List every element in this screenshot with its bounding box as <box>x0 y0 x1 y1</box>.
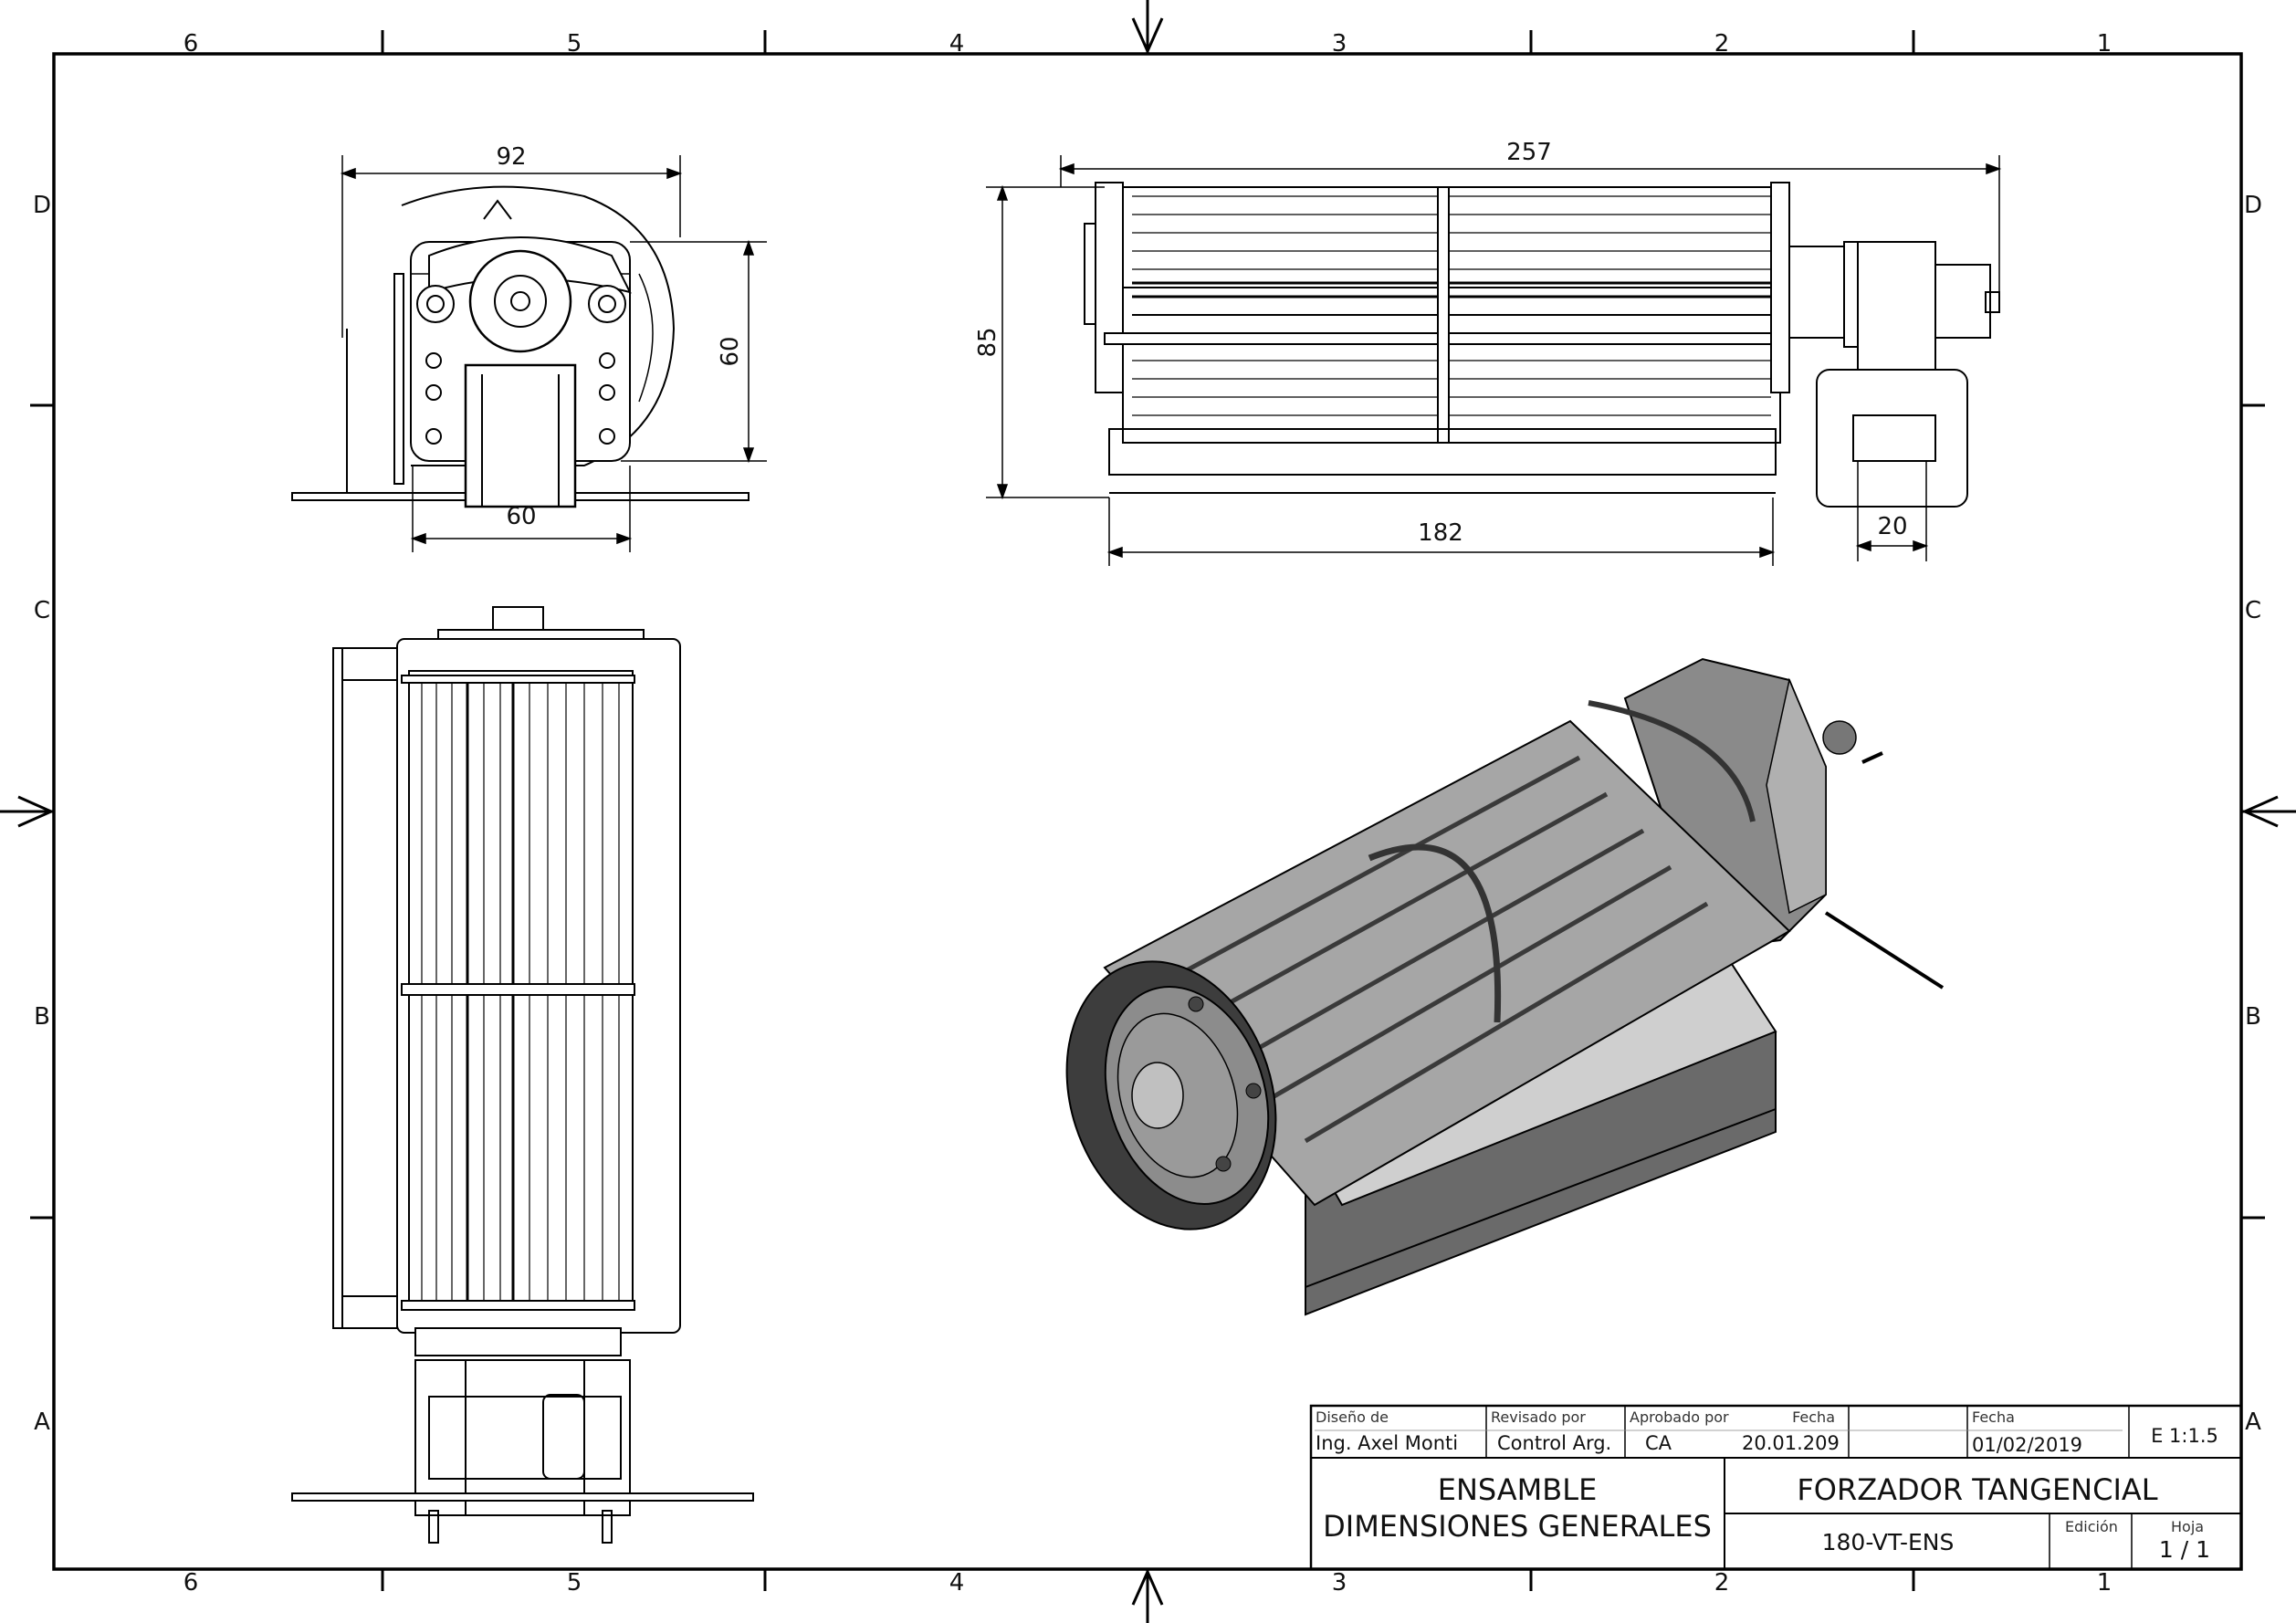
part-name: FORZADOR TANGENCIAL <box>1797 1472 2157 1507</box>
approved-value: CA <box>1645 1432 1672 1454</box>
front-view <box>291 185 750 508</box>
title-block <box>1309 1404 2243 1571</box>
zone-row-right-a: A <box>2245 1408 2261 1436</box>
zone-col-top-5: 2 <box>1714 30 1730 58</box>
dim-side-body: 182 <box>1418 519 1463 547</box>
zone-col-top-2: 5 <box>567 30 582 58</box>
zone-col-top-4: 3 <box>1332 30 1347 58</box>
zone-row-right-b: B <box>2245 1003 2261 1031</box>
zone-col-bot-3: 4 <box>949 1569 965 1597</box>
reviewed-label: Revisado por <box>1491 1408 1586 1426</box>
date1-label: Fecha <box>1792 1408 1835 1426</box>
reviewed-value: Control Arg. <box>1497 1432 1611 1454</box>
date2-value: 01/02/2019 <box>1972 1434 2082 1456</box>
zone-row-left-c: C <box>34 597 50 624</box>
title-line-1: ENSAMBLE <box>1438 1472 1598 1507</box>
title-block-text: Diseño de Ing. Axel Monti Revisado por C… <box>1316 1408 2218 1563</box>
zone-row-left-a: A <box>34 1408 50 1436</box>
front-view-dimensions: 92 60 60 <box>340 143 767 552</box>
dim-front-height: 60 <box>717 336 744 366</box>
zone-row-left-b: B <box>34 1003 50 1031</box>
design-label: Diseño de <box>1316 1408 1389 1426</box>
zone-col-top-6: 1 <box>2097 30 2113 58</box>
date1-value: 20.01.209 <box>1742 1432 1840 1454</box>
scale-value: E 1:1.5 <box>2151 1425 2218 1447</box>
dim-side-height: 85 <box>974 327 1001 357</box>
dim-side-length: 257 <box>1506 139 1552 166</box>
approved-label: Aprobado por <box>1630 1408 1729 1426</box>
top-view <box>291 606 754 1544</box>
sheet-value: 1 / 1 <box>2159 1536 2210 1563</box>
dim-front-base: 60 <box>506 503 536 530</box>
isometric-view <box>1065 657 1945 1316</box>
zone-col-bot-5: 2 <box>1714 1569 1730 1597</box>
title-line-2: DIMENSIONES GENERALES <box>1323 1509 1712 1544</box>
date2-label: Fecha <box>1972 1408 2015 1426</box>
zone-col-bot-6: 1 <box>2097 1569 2113 1597</box>
zone-col-bot-4: 3 <box>1332 1569 1347 1597</box>
zone-row-right-d: D <box>2244 192 2262 219</box>
zone-col-bot-2: 5 <box>567 1569 582 1597</box>
dim-side-motor: 20 <box>1877 513 1907 540</box>
side-view <box>1084 182 2000 508</box>
zone-col-top-3: 4 <box>949 30 965 58</box>
design-value: Ing. Axel Monti <box>1316 1432 1458 1454</box>
zone-row-left-d: D <box>33 192 51 219</box>
dim-front-width: 92 <box>496 143 526 171</box>
part-number: 180-VT-ENS <box>1822 1529 1955 1555</box>
sheet-label: Hoja <box>2171 1518 2204 1535</box>
side-view-dimensions: 257 85 182 20 <box>974 139 2002 566</box>
edition-label: Edición <box>2065 1518 2118 1535</box>
zone-col-top-1: 6 <box>183 30 199 58</box>
zone-col-bot-1: 6 <box>183 1569 199 1597</box>
zone-row-right-c: C <box>2245 597 2261 624</box>
zone-labels: 6 5 4 3 2 1 6 5 4 3 2 1 D C B A D C B A <box>33 30 2262 1597</box>
